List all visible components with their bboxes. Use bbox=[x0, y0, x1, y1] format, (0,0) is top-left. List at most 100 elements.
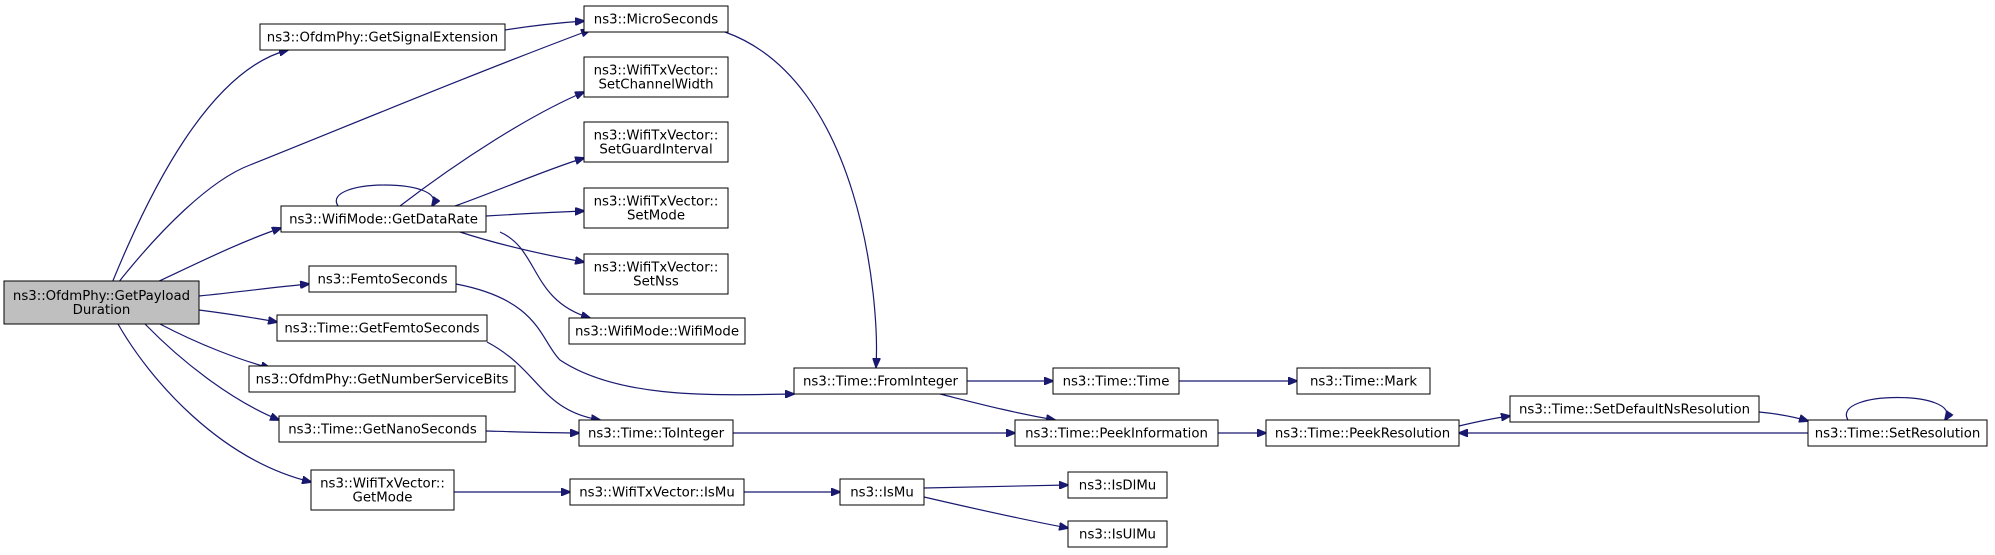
edge-getfemtoseconds-to-tointeger bbox=[486, 341, 600, 420]
node-setresolution[interactable]: ns3::Time::SetResolution bbox=[1807, 419, 1988, 447]
node-box bbox=[1265, 419, 1460, 447]
edge-setdefaultnsresolution-to-setresolution bbox=[1758, 411, 1808, 421]
node-box bbox=[280, 205, 487, 233]
node-label: ns3::OfdmPhy::GetSignalExtension bbox=[267, 31, 498, 46]
node-box bbox=[583, 187, 729, 229]
node-label: ns3::WifiTxVector:: bbox=[594, 64, 719, 79]
node-box bbox=[1067, 471, 1168, 499]
node-label: ns3::Time::SetDefaultNsResolution bbox=[1519, 403, 1750, 418]
node-label: ns3::WifiTxVector::IsMu bbox=[579, 486, 735, 501]
node-box bbox=[583, 121, 729, 163]
node-isulmu[interactable]: ns3::IsUlMu bbox=[1067, 520, 1168, 548]
node-box bbox=[583, 253, 729, 295]
edge-root-to-microseconds bbox=[117, 30, 590, 284]
node-ns3ismu[interactable]: ns3::IsMu bbox=[839, 478, 925, 506]
node-box bbox=[839, 478, 925, 506]
edge-setresolution-to-setresolution bbox=[1845, 397, 1947, 421]
node-label: ns3::WifiTxVector:: bbox=[320, 477, 445, 492]
node-box bbox=[583, 56, 729, 98]
node-timemark[interactable]: ns3::Time::Mark bbox=[1296, 367, 1431, 395]
node-box bbox=[1014, 419, 1219, 447]
node-setchannelwidth[interactable]: ns3::WifiTxVector::SetChannelWidth bbox=[583, 56, 729, 98]
edge-root-to-getnanoseconds bbox=[144, 323, 279, 420]
node-label: SetChannelWidth bbox=[598, 78, 713, 93]
node-box bbox=[793, 367, 968, 395]
node-box bbox=[259, 23, 506, 51]
node-box bbox=[1807, 419, 1988, 447]
node-box bbox=[1052, 367, 1180, 395]
node-label: ns3::Time::SetResolution bbox=[1815, 427, 1981, 442]
node-box bbox=[278, 415, 487, 443]
node-getsignalext[interactable]: ns3::OfdmPhy::GetSignalExtension bbox=[259, 23, 506, 51]
node-box bbox=[308, 265, 457, 293]
node-label: ns3::Time::Mark bbox=[1310, 375, 1417, 390]
node-label: ns3::WifiTxVector:: bbox=[594, 129, 719, 144]
edge-peekresolution-to-setdefaultnsresolution bbox=[1458, 416, 1510, 427]
node-box bbox=[3, 280, 200, 325]
node-getmode[interactable]: ns3::WifiTxVector::GetMode bbox=[310, 469, 455, 511]
edge-root-to-getmode bbox=[117, 323, 311, 482]
node-box bbox=[1067, 520, 1168, 548]
node-getdatarate[interactable]: ns3::WifiMode::GetDataRate bbox=[280, 205, 487, 233]
edge-getdatarate-to-wifimode bbox=[499, 231, 590, 318]
node-label: SetGuardInterval bbox=[599, 143, 712, 158]
node-box bbox=[276, 314, 488, 342]
node-label: ns3::Time::GetFemtoSeconds bbox=[284, 322, 479, 337]
node-getnumberservicebits[interactable]: ns3::OfdmPhy::GetNumberServiceBits bbox=[248, 365, 516, 393]
node-peekinformation[interactable]: ns3::Time::PeekInformation bbox=[1014, 419, 1219, 447]
node-label: ns3::WifiMode::WifiMode bbox=[575, 325, 739, 340]
edge-root-to-getnumberservicebits bbox=[159, 323, 270, 368]
node-label: SetNss bbox=[633, 275, 679, 290]
node-ismu[interactable]: ns3::WifiTxVector::IsMu bbox=[569, 478, 745, 506]
node-setnss[interactable]: ns3::WifiTxVector::SetNss bbox=[583, 253, 729, 295]
node-label: SetMode bbox=[627, 209, 685, 224]
node-box bbox=[583, 5, 729, 33]
node-label: ns3::Time::FromInteger bbox=[803, 375, 959, 390]
node-box bbox=[569, 478, 745, 506]
edge-root-to-getsignalext bbox=[111, 50, 288, 284]
edge-frominteger-to-peekinformation bbox=[939, 393, 1055, 420]
node-isdlmu[interactable]: ns3::IsDlMu bbox=[1067, 471, 1168, 499]
node-timetime[interactable]: ns3::Time::Time bbox=[1052, 367, 1180, 395]
edge-getdatarate-to-setchannelwidth bbox=[399, 92, 584, 207]
edge-root-to-getfemtoseconds bbox=[198, 309, 277, 322]
node-getfemtoseconds[interactable]: ns3::Time::GetFemtoSeconds bbox=[276, 314, 488, 342]
node-box bbox=[578, 419, 734, 447]
node-box bbox=[568, 317, 746, 345]
node-label: ns3::FemtoSeconds bbox=[317, 273, 447, 288]
edge-getnanoseconds-to-tointeger bbox=[485, 431, 579, 433]
node-setguardinterval[interactable]: ns3::WifiTxVector::SetGuardInterval bbox=[583, 121, 729, 163]
node-box bbox=[1296, 367, 1431, 395]
node-microseconds[interactable]: ns3::MicroSeconds bbox=[583, 5, 729, 33]
node-label: ns3::Time::PeekInformation bbox=[1025, 427, 1208, 442]
node-label: ns3::WifiTxVector:: bbox=[594, 195, 719, 210]
edge-microseconds-to-frominteger bbox=[724, 31, 876, 367]
node-label: ns3::IsMu bbox=[850, 486, 914, 501]
edge-ns3ismu-to-isulmu bbox=[923, 496, 1068, 528]
node-label: Duration bbox=[73, 303, 131, 318]
node-frominteger[interactable]: ns3::Time::FromInteger bbox=[793, 367, 968, 395]
node-box bbox=[310, 469, 455, 511]
node-label: ns3::Time::Time bbox=[1063, 375, 1170, 390]
edge-root-to-getdatarate bbox=[154, 228, 281, 284]
node-peekresolution[interactable]: ns3::Time::PeekResolution bbox=[1265, 419, 1460, 447]
edge-ns3ismu-to-isdlmu bbox=[923, 485, 1068, 488]
node-label: ns3::Time::PeekResolution bbox=[1275, 427, 1450, 442]
node-label: ns3::Time::ToInteger bbox=[588, 427, 725, 442]
node-tointeger[interactable]: ns3::Time::ToInteger bbox=[578, 419, 734, 447]
node-wifimode[interactable]: ns3::WifiMode::WifiMode bbox=[568, 317, 746, 345]
edge-root-to-femtoseconds bbox=[198, 284, 309, 297]
nodes: ns3::OfdmPhy::GetPayloadDurationns3::Ofd… bbox=[3, 5, 1988, 548]
node-box bbox=[1509, 395, 1760, 423]
edge-getdatarate-to-setguardinterval bbox=[454, 158, 584, 207]
node-label: ns3::OfdmPhy::GetPayload bbox=[13, 289, 190, 304]
node-femtoseconds[interactable]: ns3::FemtoSeconds bbox=[308, 265, 457, 293]
node-setdefaultnsresolution[interactable]: ns3::Time::SetDefaultNsResolution bbox=[1509, 395, 1760, 423]
edge-getsignalext-to-microseconds bbox=[504, 21, 584, 31]
node-setmode[interactable]: ns3::WifiTxVector::SetMode bbox=[583, 187, 729, 229]
node-getnanoseconds[interactable]: ns3::Time::GetNanoSeconds bbox=[278, 415, 487, 443]
edge-getdatarate-to-getdatarate bbox=[335, 184, 433, 206]
node-label: ns3::OfdmPhy::GetNumberServiceBits bbox=[256, 373, 509, 388]
